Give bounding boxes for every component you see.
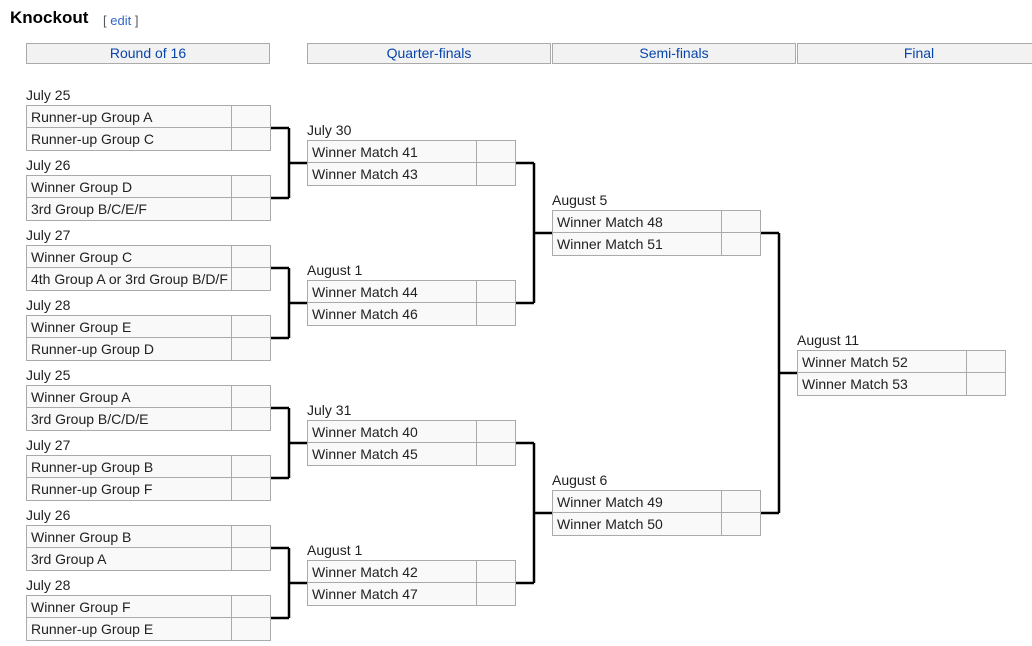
match-date: July 28 bbox=[26, 577, 71, 593]
score-cell bbox=[231, 407, 271, 431]
team-name: Runner-up Group A bbox=[26, 105, 232, 129]
score-cell bbox=[721, 232, 761, 256]
match-date: July 25 bbox=[26, 367, 71, 383]
team-name: Winner Match 51 bbox=[552, 232, 722, 256]
edit-section: [ edit ] bbox=[103, 13, 138, 28]
team-name: Runner-up Group E bbox=[26, 617, 232, 641]
score-cell bbox=[231, 197, 271, 221]
match-date: August 6 bbox=[552, 472, 608, 488]
match-date: July 27 bbox=[26, 437, 71, 453]
team-name: Winner Group D bbox=[26, 175, 232, 199]
match-date: August 1 bbox=[307, 542, 363, 558]
score-cell bbox=[476, 162, 516, 186]
match-date: July 31 bbox=[307, 402, 352, 418]
team-name: Winner Match 52 bbox=[797, 350, 967, 374]
section-title: Knockout bbox=[10, 8, 89, 27]
round-header: Round of 16 bbox=[26, 43, 270, 64]
team-name: Winner Match 43 bbox=[307, 162, 477, 186]
score-cell bbox=[966, 372, 1006, 396]
score-cell bbox=[231, 477, 271, 501]
score-cell bbox=[476, 442, 516, 466]
team-name: Winner Match 50 bbox=[552, 512, 722, 536]
match-date: July 25 bbox=[26, 87, 71, 103]
team-name: Winner Match 45 bbox=[307, 442, 477, 466]
score-cell bbox=[231, 617, 271, 641]
match-date: July 26 bbox=[26, 157, 71, 173]
score-cell bbox=[231, 315, 271, 339]
edit-close-bracket: ] bbox=[134, 13, 139, 28]
score-cell bbox=[721, 490, 761, 514]
round-header: Semi-finals bbox=[552, 43, 796, 64]
match-date: July 27 bbox=[26, 227, 71, 243]
score-cell bbox=[476, 280, 516, 304]
match-date: August 11 bbox=[797, 332, 860, 348]
team-name: Winner Match 47 bbox=[307, 582, 477, 606]
score-cell bbox=[231, 337, 271, 361]
match-date: July 30 bbox=[307, 122, 352, 138]
round-header: Quarter-finals bbox=[307, 43, 551, 64]
team-name: Winner Match 53 bbox=[797, 372, 967, 396]
score-cell bbox=[231, 455, 271, 479]
team-name: Winner Match 41 bbox=[307, 140, 477, 164]
edit-link[interactable]: edit bbox=[110, 13, 132, 28]
match-date: July 28 bbox=[26, 297, 71, 313]
match-date: August 1 bbox=[307, 262, 363, 278]
edit-open-bracket: [ bbox=[103, 13, 107, 28]
score-cell bbox=[966, 350, 1006, 374]
team-name: Winner Match 48 bbox=[552, 210, 722, 234]
match-date: July 26 bbox=[26, 507, 71, 523]
score-cell bbox=[476, 140, 516, 164]
score-cell bbox=[231, 547, 271, 571]
score-cell bbox=[231, 267, 271, 291]
round-header: Final bbox=[797, 43, 1032, 64]
team-name: Runner-up Group F bbox=[26, 477, 232, 501]
team-name: 3rd Group B/C/D/E bbox=[26, 407, 232, 431]
team-name: Runner-up Group B bbox=[26, 455, 232, 479]
team-name: Runner-up Group D bbox=[26, 337, 232, 361]
team-name: 3rd Group A bbox=[26, 547, 232, 571]
score-cell bbox=[476, 582, 516, 606]
team-name: Winner Match 46 bbox=[307, 302, 477, 326]
score-cell bbox=[231, 127, 271, 151]
match-date: August 5 bbox=[552, 192, 608, 208]
team-name: 4th Group A or 3rd Group B/D/F bbox=[26, 267, 232, 291]
score-cell bbox=[231, 105, 271, 129]
score-cell bbox=[476, 302, 516, 326]
score-cell bbox=[476, 560, 516, 584]
score-cell bbox=[721, 512, 761, 536]
